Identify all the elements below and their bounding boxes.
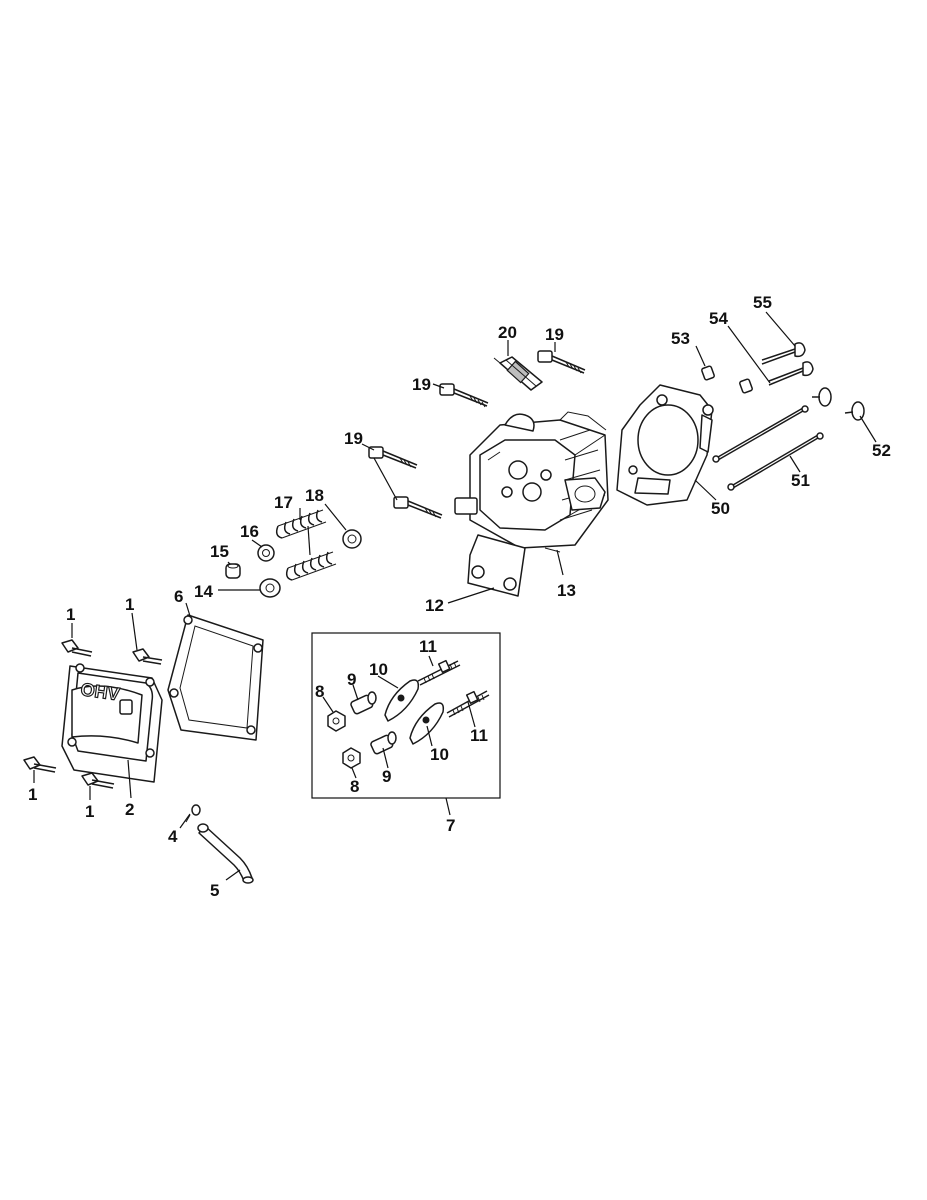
callout-19: 19: [545, 325, 564, 344]
callout-7: 7: [446, 816, 455, 835]
callout-2: 2: [125, 800, 134, 819]
valve-seal: [225, 563, 241, 579]
leader-lines: [33, 311, 877, 881]
callout-1: 1: [28, 785, 37, 804]
valve-intake: [768, 361, 814, 386]
callout-18: 18: [305, 486, 324, 505]
spring-retainer: [257, 529, 362, 562]
callout-6: 6: [174, 587, 183, 606]
callout-1: 1: [85, 802, 94, 821]
cylinder-head: [454, 411, 609, 553]
callout-51: 51: [791, 471, 810, 490]
cover-bolt-4: [81, 772, 115, 789]
callout-10: 10: [369, 660, 388, 679]
valve-spring-lower: [285, 551, 337, 581]
rocker-nut: [327, 710, 361, 769]
hose-clip: [185, 804, 201, 823]
cover-bolt-2: [132, 648, 163, 665]
callout-53: 53: [671, 329, 690, 348]
valve-cover-gasket: [167, 614, 264, 741]
valve-cover: OHV: [61, 663, 163, 783]
head-bolt-1: [537, 350, 586, 374]
callout-14: 14: [194, 582, 213, 601]
spark-plug: [493, 356, 543, 391]
head-bolt-4: [393, 496, 443, 519]
callout-13: 13: [557, 581, 576, 600]
breather-hose: [197, 823, 254, 884]
callout-16: 16: [240, 522, 259, 541]
pivot-ball: [350, 691, 397, 755]
callout-11: 11: [470, 726, 488, 745]
callout-54: 54: [709, 309, 728, 328]
rocker-kit-box: [311, 632, 501, 799]
callout-labels: 20 19 19 19 53 54 55 52 51 50 17 18 16 1…: [28, 293, 891, 900]
cover-bolt-1: [61, 639, 93, 657]
callout-9: 9: [347, 670, 356, 689]
callout-8: 8: [350, 777, 359, 796]
head-bolt-3: [368, 446, 418, 469]
callout-19: 19: [412, 375, 431, 394]
rocker-stud: [417, 659, 490, 718]
push-rods: [712, 405, 824, 491]
head-gasket: [616, 384, 714, 506]
callout-8: 8: [315, 682, 324, 701]
callout-4: 4: [168, 827, 178, 846]
callout-50: 50: [711, 499, 730, 518]
callout-52: 52: [872, 441, 891, 460]
valve-exhaust: [761, 342, 806, 365]
callout-1: 1: [125, 595, 134, 614]
callout-11: 11: [419, 637, 437, 656]
cover-bolt-3: [23, 756, 57, 773]
rocker-arm: [384, 679, 445, 745]
valve-keeper: [701, 365, 753, 394]
callout-19: 19: [344, 429, 363, 448]
valve-cap: [812, 387, 865, 421]
valve-spring-upper: [275, 509, 327, 539]
callout-20: 20: [498, 323, 517, 342]
head-bolt-2: [439, 383, 489, 408]
callout-10: 10: [430, 745, 449, 764]
spring-seat: [259, 578, 281, 598]
callout-15: 15: [210, 542, 229, 561]
callout-12: 12: [425, 596, 444, 615]
breather-plate: [467, 534, 526, 597]
callout-9: 9: [382, 767, 391, 786]
callout-55: 55: [753, 293, 772, 312]
callout-5: 5: [210, 881, 219, 900]
callout-1: 1: [66, 605, 75, 624]
callout-17: 17: [274, 493, 293, 512]
